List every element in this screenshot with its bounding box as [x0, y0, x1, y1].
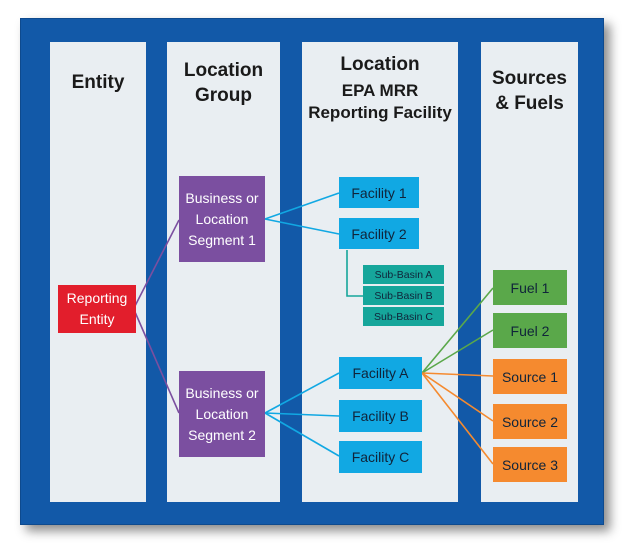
fuel-1-box: Fuel 1	[493, 270, 567, 305]
facility-b-label: Facility B	[352, 408, 409, 424]
sub-basin-c-label: Sub-Basin C	[374, 310, 433, 323]
source-2-label: Source 2	[501, 413, 559, 430]
entity-column: Entity	[50, 42, 146, 502]
fuel-1-label: Fuel 1	[510, 279, 550, 296]
connector-segment-1-facility-2	[264, 218, 340, 235]
connector-facility-a-fuel-1	[421, 287, 494, 374]
segment-1-label: Business or Location Segment 1	[185, 189, 259, 248]
connector-segment-2-facility-c	[264, 412, 340, 457]
facility-c-label: Facility C	[351, 449, 410, 465]
fuel-2-label: Fuel 2	[510, 322, 550, 339]
sub-basin-a-label: Sub-Basin A	[374, 268, 433, 281]
sub-basin-a-box: Sub-Basin A	[363, 265, 444, 284]
connector-facility-a-fuel-2	[421, 329, 494, 374]
source-1-label: Source 1	[501, 368, 559, 385]
fuel-2-box: Fuel 2	[493, 313, 567, 348]
facility-c-box: Facility C	[339, 441, 422, 473]
sub-basin-b-label: Sub-Basin B	[374, 289, 433, 302]
location-column-subtitle: EPA MRR Reporting Facility	[308, 81, 452, 122]
facility-2-label: Facility 2	[351, 225, 407, 242]
connector-segment-2-facility-a	[264, 372, 340, 414]
sources-fuels-column-title: Sources & Fuels	[492, 68, 567, 114]
connector-facility-a-source-1	[421, 372, 494, 377]
facility-a-label: Facility A	[352, 365, 409, 381]
connector-facility-a-source-2	[421, 372, 494, 422]
facility-1-box: Facility 1	[339, 177, 419, 208]
source-2-box: Source 2	[493, 404, 567, 439]
connector-segment-1-facility-1	[264, 192, 340, 220]
location-column-title: Location	[340, 54, 420, 75]
facility-2-box: Facility 2	[339, 218, 419, 249]
segment-1-box: Business or Location Segment 1	[179, 176, 265, 262]
source-3-box: Source 3	[493, 447, 567, 482]
source-3-label: Source 3	[501, 456, 559, 473]
entity-column-title: Entity	[71, 72, 125, 93]
facility-1-label: Facility 1	[351, 184, 407, 201]
segment-2-label: Business or Location Segment 2	[185, 384, 259, 443]
reporting-entity-label: Reporting Entity	[66, 290, 128, 327]
location-group-column-title: Location Group	[183, 60, 264, 106]
connector-entity-segment-1	[134, 219, 180, 307]
reporting-entity-box: Reporting Entity	[58, 285, 136, 333]
sub-basin-b-box: Sub-Basin B	[363, 286, 444, 305]
facility-b-box: Facility B	[339, 400, 422, 432]
connector-entity-segment-2	[134, 311, 180, 414]
source-1-box: Source 1	[493, 359, 567, 394]
facility-a-box: Facility A	[339, 357, 422, 389]
connector-facility-a-source-3	[421, 372, 494, 465]
connector-segment-2-facility-b	[264, 412, 340, 417]
connector-facility-2-sub-basins	[346, 250, 363, 297]
sub-basin-c-box: Sub-Basin C	[363, 307, 444, 326]
segment-2-box: Business or Location Segment 2	[179, 371, 265, 457]
